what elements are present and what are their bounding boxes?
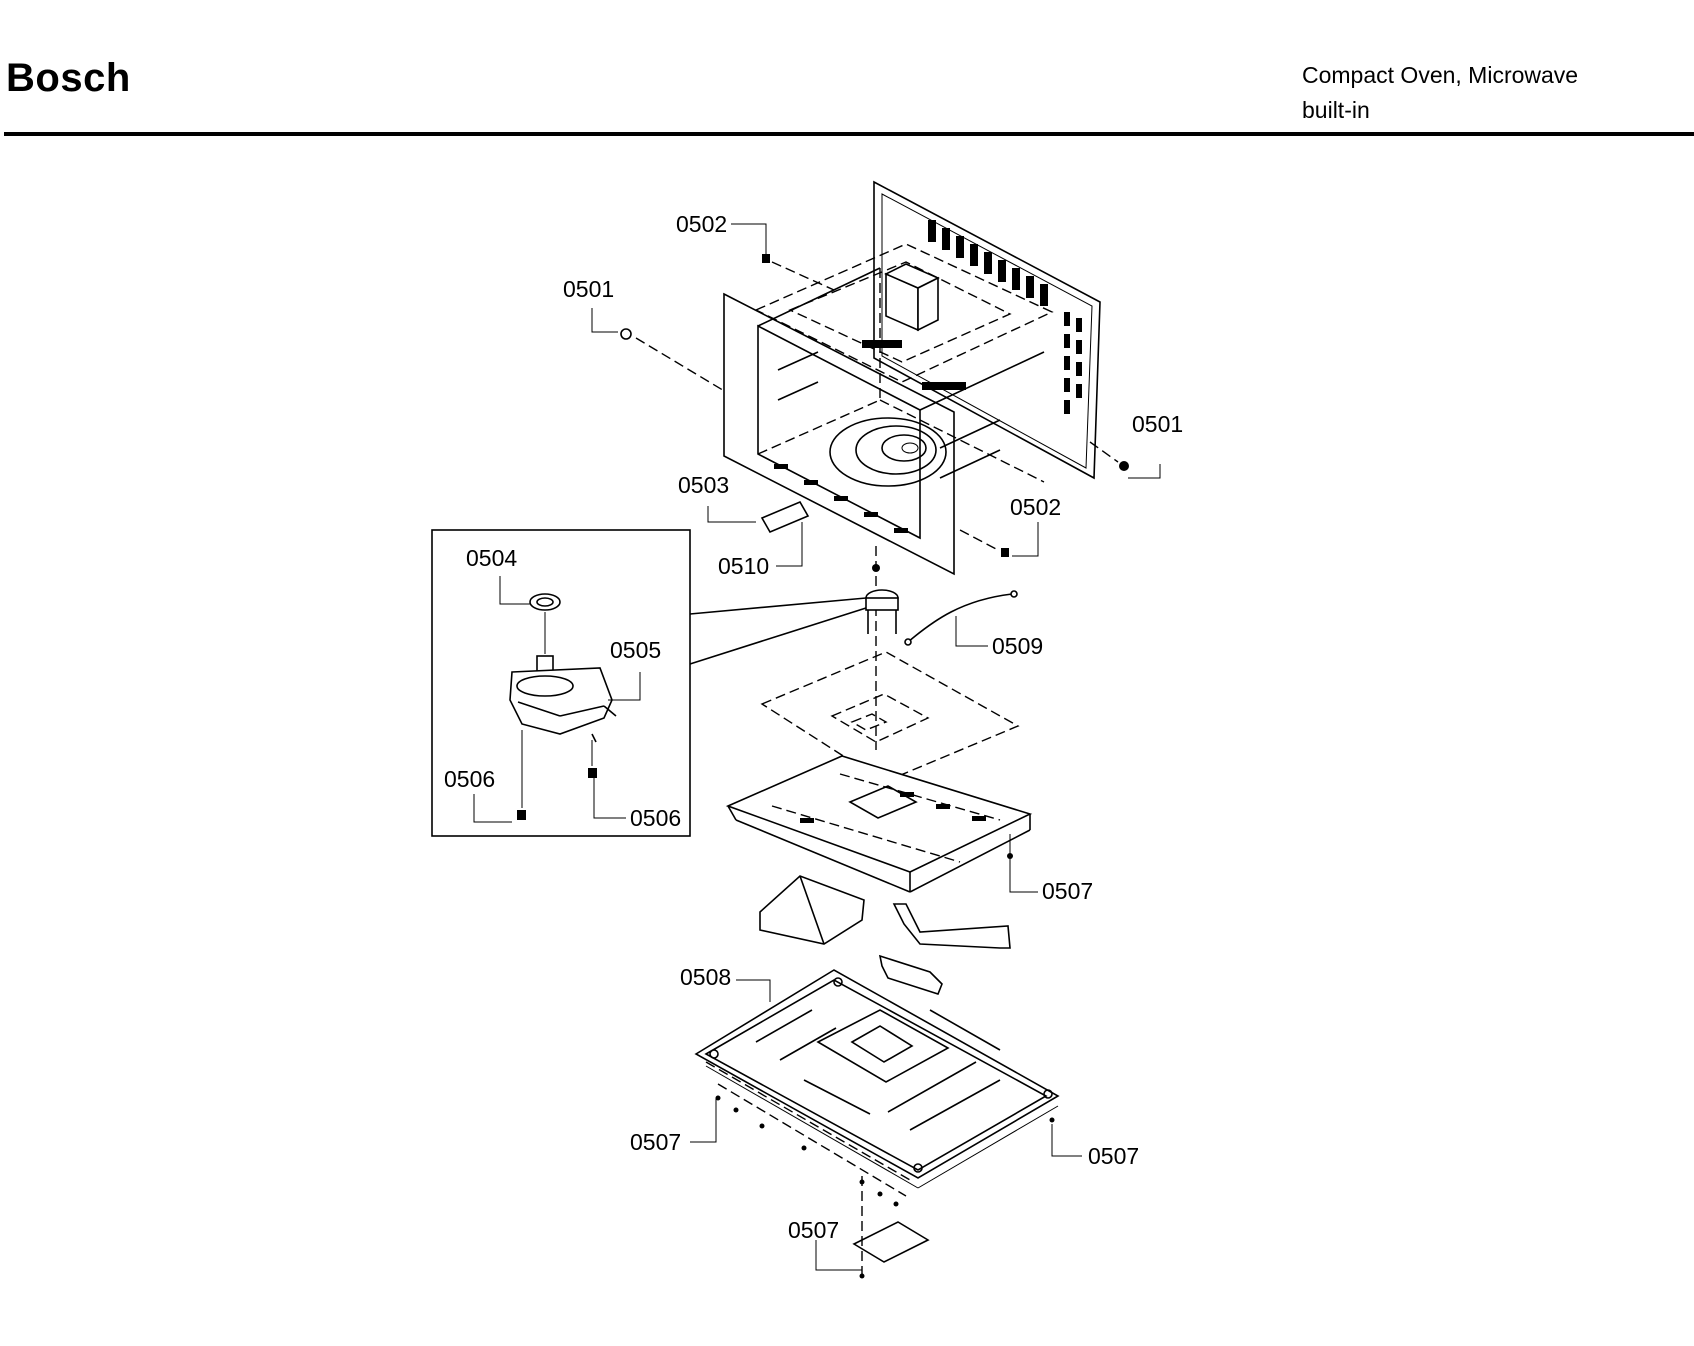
callout-0502-top: 0502	[676, 211, 727, 237]
callout-0506-right: 0506	[630, 805, 681, 831]
plate-0503	[760, 500, 810, 534]
callout-0506-left: 0506	[444, 766, 495, 792]
callout-0508: 0508	[680, 964, 731, 990]
product-subtitle: Compact Oven, Microwave built-in	[1302, 58, 1578, 128]
callout-0505: 0505	[610, 637, 661, 663]
turntable-motor-small	[865, 589, 899, 634]
callout-0507-right: 0507	[1088, 1143, 1139, 1169]
handle-strip	[892, 903, 1011, 949]
bottom-cover	[852, 1221, 930, 1263]
screw-0501-top	[620, 328, 727, 393]
wire-0509	[907, 593, 1013, 643]
screw-0501-right	[1089, 441, 1129, 471]
header-rule	[4, 132, 1694, 136]
shield-plate	[760, 651, 1020, 783]
callout-leaders	[473, 223, 1161, 1271]
callout-0501-right: 0501	[1132, 411, 1183, 437]
callout-0502-right: 0502	[1010, 494, 1061, 520]
subtitle-line-2: built-in	[1302, 97, 1370, 123]
callout-0503: 0503	[678, 472, 729, 498]
callout-0507-bottom: 0507	[788, 1217, 839, 1243]
callout-0501-top: 0501	[563, 276, 614, 302]
screw-0502-right	[959, 529, 1009, 557]
subtitle-line-1: Compact Oven, Microwave	[1302, 62, 1579, 88]
callout-0504: 0504	[466, 545, 517, 571]
brand-title: Bosch	[6, 56, 131, 100]
base-tray	[725, 755, 1033, 893]
callout-0507-mid: 0507	[1042, 878, 1093, 904]
callout-0507-left: 0507	[630, 1129, 681, 1155]
callout-0510: 0510	[718, 553, 769, 579]
small-clip	[878, 954, 943, 995]
callout-0509: 0509	[992, 633, 1043, 659]
bottom-plate	[694, 969, 1060, 1207]
detail-inset	[431, 529, 867, 837]
oven-cavity-assembly	[723, 180, 1101, 576]
screw-0502-top	[762, 254, 835, 291]
